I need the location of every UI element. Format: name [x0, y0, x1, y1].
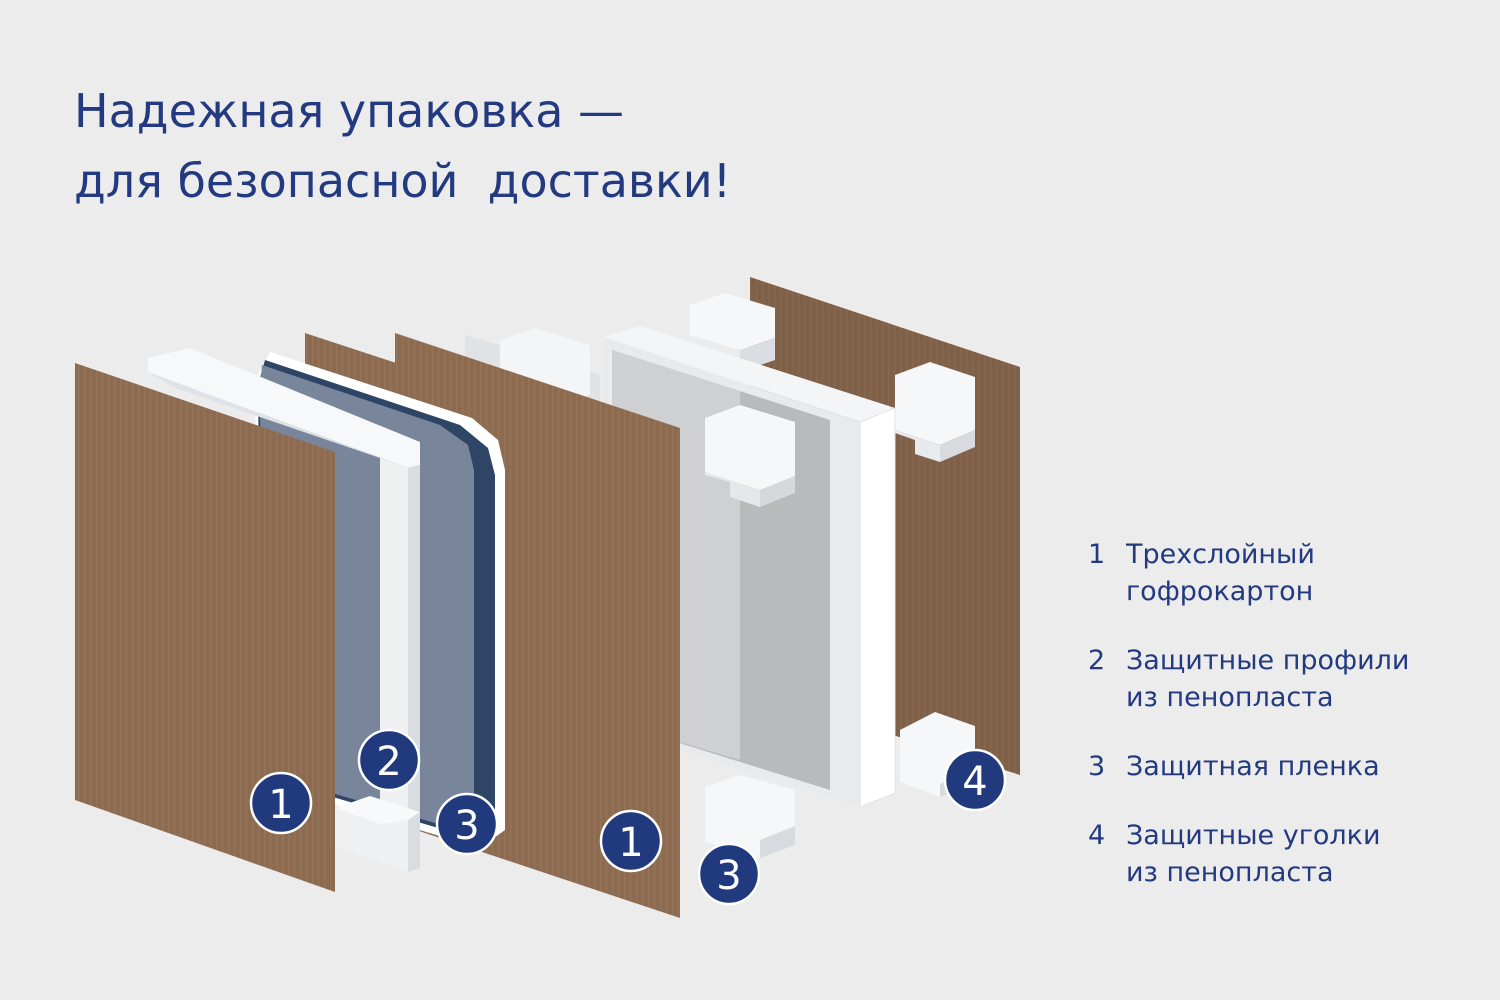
- badge-cardboard-front: 1: [249, 771, 313, 835]
- legend-num: 4: [1088, 820, 1106, 851]
- legend: 1 Трехслойный гофрокартон 2 Защитные про…: [1088, 536, 1409, 923]
- legend-label-line1: Защитные уголки: [1126, 820, 1381, 851]
- legend-num: 2: [1088, 645, 1106, 676]
- badge-film-box-num: 3: [716, 853, 741, 899]
- legend-item-foam-profiles: 2 Защитные профили из пенопласта: [1088, 642, 1409, 716]
- page-title: Надежная упаковка — для безопасной доста…: [74, 76, 731, 216]
- badge-foam-profile-num: 2: [376, 739, 401, 785]
- legend-label-line2: гофрокартон: [1126, 576, 1314, 607]
- legend-label-line2: из пенопласта: [1126, 682, 1334, 713]
- foam-corner-right-upper: [895, 362, 975, 462]
- badge-foam-profile: 2: [357, 728, 421, 792]
- foam-corner-box-lower: [705, 775, 795, 858]
- title-line-1: Надежная упаковка —: [74, 84, 625, 138]
- foam-corner-box-upper: [705, 405, 795, 507]
- legend-label-line1: Защитные профили: [1126, 645, 1410, 676]
- badge-cardboard-middle: 1: [599, 809, 663, 873]
- legend-item-film: 3 Защитная пленка: [1088, 748, 1409, 785]
- badge-foam-corner-num: 4: [962, 759, 987, 805]
- legend-item-foam-corners: 4 Защитные уголки из пенопласта: [1088, 817, 1409, 891]
- badge-foam-corner: 4: [943, 748, 1007, 812]
- badge-cardboard-front-num: 1: [268, 782, 293, 828]
- legend-label-line2: из пенопласта: [1126, 857, 1334, 888]
- badge-film-box: 3: [697, 842, 761, 906]
- badge-cardboard-middle-num: 1: [618, 820, 643, 866]
- legend-label-line1: Защитная пленка: [1126, 751, 1380, 782]
- cardboard-sheet-front: [75, 363, 335, 892]
- badge-film-mirror: 3: [435, 792, 499, 856]
- legend-num: 1: [1088, 539, 1106, 570]
- badge-film-mirror-num: 3: [454, 803, 479, 849]
- legend-item-cardboard: 1 Трехслойный гофрокартон: [1088, 536, 1409, 610]
- legend-label-line1: Трехслойный: [1126, 539, 1315, 570]
- legend-num: 3: [1088, 751, 1106, 782]
- title-line-2: для безопасной доставки!: [74, 154, 732, 208]
